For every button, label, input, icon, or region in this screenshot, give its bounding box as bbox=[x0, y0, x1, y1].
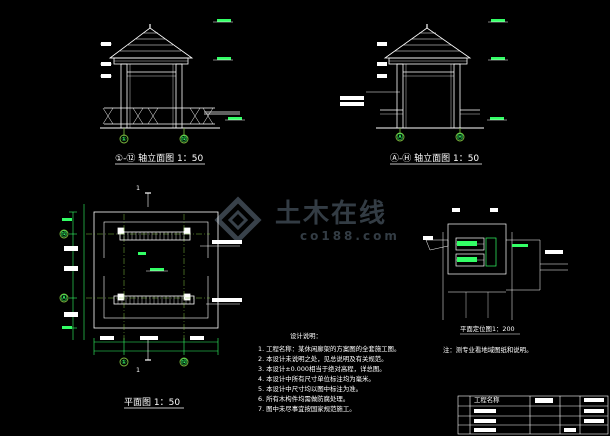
axis-marker: ⑫ bbox=[181, 135, 187, 143]
title-block-fills bbox=[474, 398, 604, 432]
elevation-right-level-tags bbox=[340, 19, 508, 121]
axis-marker: ⑫ bbox=[61, 230, 67, 238]
title-block-header: 工程名称 bbox=[474, 395, 500, 404]
elevation-right-axis-markers: Ⓐ Ⓗ bbox=[395, 132, 465, 142]
note-line: 1. 工程名称：某休闲廊架的方案图的全套施工图。 bbox=[258, 344, 400, 353]
axis-marker: ① bbox=[121, 359, 126, 366]
elevation-left bbox=[100, 24, 240, 136]
elevation-left-axis-markers: ① ⑫ bbox=[119, 134, 189, 144]
note-line: 7. 图中未尽事宜按国家规范施工。 bbox=[258, 404, 356, 413]
plan-view bbox=[69, 192, 240, 361]
axis-marker: Ⓐ bbox=[61, 294, 67, 302]
note-line: 6. 所有木构件均需做防腐处理。 bbox=[258, 394, 349, 403]
watermark-url: co188.com bbox=[300, 229, 400, 243]
section-mark-top: 1 bbox=[136, 184, 140, 192]
plan-title: 平面图 1：50 bbox=[124, 397, 180, 408]
elevation-right-title: Ⓐ-Ⓗ 轴立面图 1：50 bbox=[390, 152, 479, 164]
title-block bbox=[457, 395, 609, 435]
site-plan-title: 平面定位图1：200 bbox=[460, 324, 515, 333]
plan-tags bbox=[62, 218, 242, 340]
note-line: 4. 本设计中所有尺寸单位标注均为毫米。 bbox=[258, 374, 375, 383]
design-notes: 1. 工程名称：某休闲廊架的方案图的全套施工图。 2. 本设计未说明之处，见总说… bbox=[258, 344, 400, 413]
roof-left bbox=[108, 27, 194, 59]
axis-marker: Ⓗ bbox=[457, 133, 463, 141]
section-mark-bottom: 1 bbox=[136, 366, 140, 374]
note-line: 3. 本设计±0.000相当于绝对高程，详总图。 bbox=[258, 364, 386, 373]
plan-axis-markers: ⑫ Ⓐ ① ⑫ bbox=[59, 229, 189, 367]
notes-title: 设计说明： bbox=[290, 331, 322, 340]
note-line: 5. 本设计中尺寸均以图中标注为准。 bbox=[258, 384, 362, 393]
axis-marker: ⑫ bbox=[181, 358, 187, 366]
watermark-logo bbox=[214, 196, 262, 244]
site-plan bbox=[425, 223, 568, 320]
elevation-left-title: ①-⑫ 轴立面图 1：50 bbox=[115, 152, 203, 164]
elevation-left-level-tags bbox=[101, 19, 245, 121]
watermark-brand: 土木在线 bbox=[275, 199, 387, 229]
axis-marker: Ⓐ bbox=[397, 133, 403, 141]
note-line: 2. 本设计未说明之处，见总说明及有关规范。 bbox=[258, 354, 388, 363]
axis-marker: ① bbox=[121, 136, 126, 143]
site-plan-tags bbox=[423, 208, 563, 262]
site-plan-note: 注：测专业看地域图纸和说明。 bbox=[443, 345, 532, 354]
elevation-right bbox=[366, 24, 484, 134]
